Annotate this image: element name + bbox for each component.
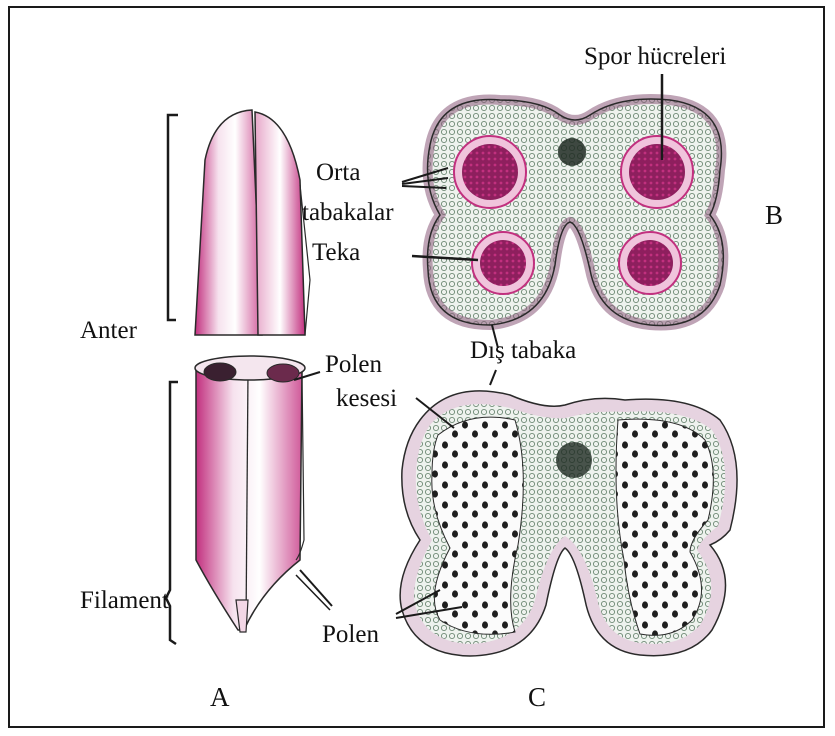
- b-vascular-bundle: [558, 138, 586, 166]
- b-outer-wall: [428, 99, 724, 326]
- label-polen-line1: Polen: [325, 352, 382, 377]
- label-anter: Anter: [80, 318, 137, 343]
- anther-upper-right: [255, 112, 305, 335]
- c-locule-right: [616, 419, 713, 635]
- anther-upper-left: [195, 110, 262, 335]
- anther-cross-section-b: [402, 74, 723, 348]
- leader-dis-c: [490, 370, 496, 385]
- label-spor-hucreleri: Spor hücreleri: [584, 44, 726, 69]
- c-locule-left: [432, 417, 524, 634]
- label-panel-c: C: [528, 684, 546, 711]
- label-teka: Teka: [312, 240, 360, 265]
- label-dis-tabaka: Dış tabaka: [470, 338, 576, 363]
- c-vascular-bundle: [556, 442, 592, 478]
- label-panel-b: B: [765, 202, 783, 229]
- anther-cross-section-c: [294, 370, 737, 656]
- label-panel-a: A: [210, 684, 230, 711]
- label-polen: Polen: [322, 622, 379, 647]
- label-polen-line2: kesesi: [336, 386, 397, 411]
- label-tabakalar: tabakalar: [302, 200, 394, 225]
- anther-lower-body: [196, 368, 302, 630]
- label-orta: Orta: [316, 160, 360, 185]
- anter-bracket: [168, 115, 178, 320]
- locule-left-top: [204, 363, 236, 381]
- label-filament: Filament: [80, 588, 169, 613]
